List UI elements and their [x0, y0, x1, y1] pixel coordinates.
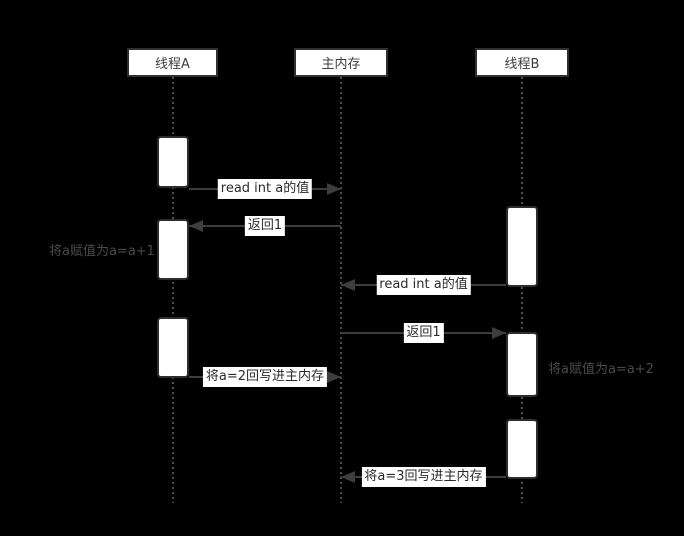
arrowhead-left-icon — [341, 471, 355, 483]
arrowhead-left-icon — [189, 220, 203, 232]
message-label: 将a=3回写进主内存 — [361, 467, 486, 487]
participant-thread-b: 线程B — [475, 48, 569, 77]
activation-thread-a-2 — [157, 219, 189, 280]
arrowhead-right-icon — [327, 183, 341, 195]
message-label: 返回1 — [403, 323, 444, 343]
message-label: 返回1 — [244, 216, 286, 236]
arrowhead-left-icon — [341, 279, 355, 291]
arrowhead-right-icon — [327, 371, 341, 383]
note-assign-a-plus-1: 将a赋值为a=a+1 — [49, 244, 155, 259]
participant-main-memory: 主内存 — [294, 48, 388, 77]
participant-thread-a: 线程A — [127, 48, 218, 77]
activation-thread-b-1 — [506, 206, 538, 287]
arrowhead-right-icon — [492, 327, 506, 339]
participant-thread-b-label: 线程B — [504, 57, 540, 72]
note-assign-a-plus-2: 将a赋值为a=a+2 — [548, 362, 654, 377]
activation-thread-a-3 — [157, 317, 189, 378]
activation-thread-b-2 — [506, 332, 538, 397]
message-label: 将a=2回写进主内存 — [202, 367, 328, 387]
activation-thread-a-1 — [157, 136, 189, 188]
participant-thread-a-label: 线程A — [155, 57, 190, 72]
message-label: read int a的值 — [376, 275, 471, 295]
lifeline-thread-b — [521, 77, 523, 503]
message-label: read int a的值 — [217, 179, 313, 199]
lifeline-thread-a — [172, 77, 174, 503]
activation-thread-b-3 — [506, 419, 538, 479]
participant-main-memory-label: 主内存 — [321, 57, 361, 72]
